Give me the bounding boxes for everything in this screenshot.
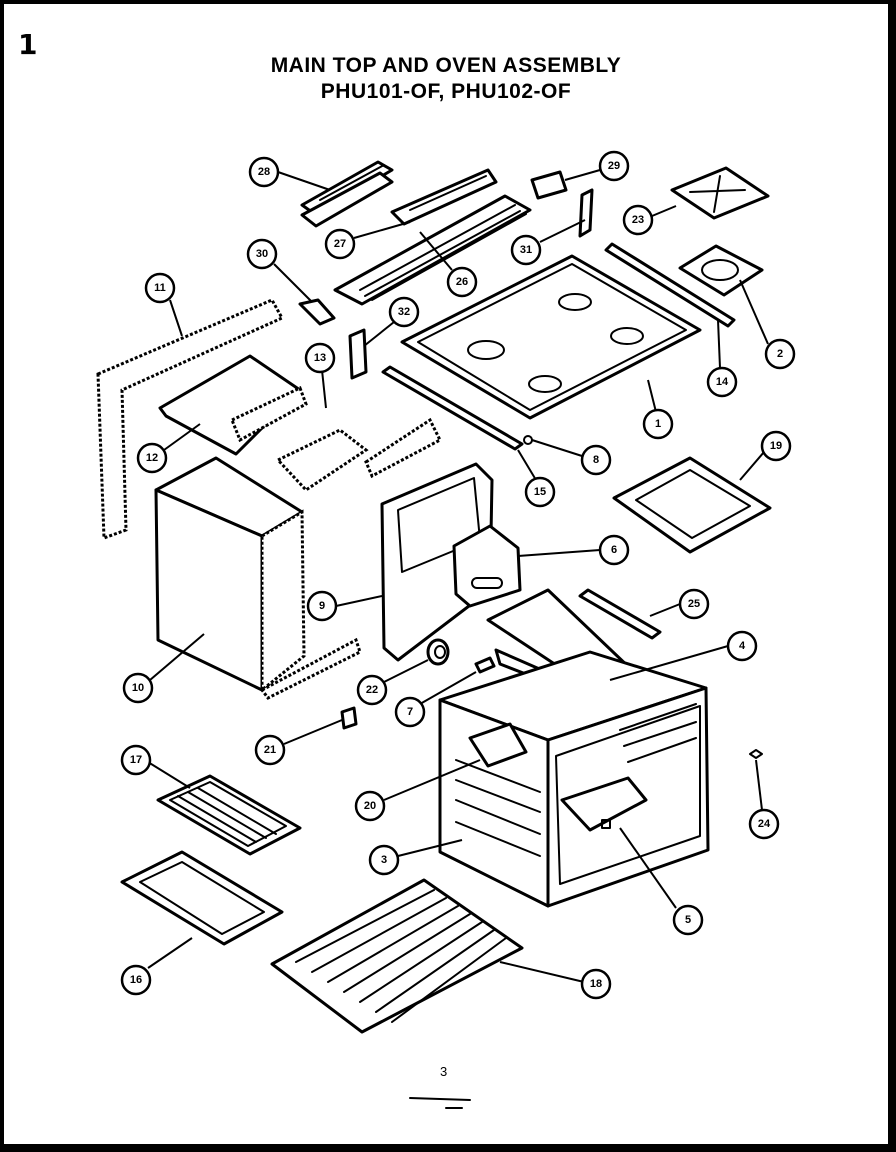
part-main-top: [400, 254, 702, 420]
diagram-title: MAIN TOP AND OVEN ASSEMBLY: [270, 54, 622, 77]
callout-24: 24: [748, 808, 780, 840]
part-vent-grille: [333, 194, 532, 306]
part-wire-tray: [612, 456, 772, 554]
page-number: 3: [440, 1064, 448, 1079]
callout-14: 14: [706, 366, 738, 398]
svg-text:13: 13: [314, 352, 326, 364]
part-burner-bowl: [678, 244, 764, 297]
svg-text:4: 4: [739, 640, 746, 652]
part-bracket: [530, 170, 568, 200]
svg-text:21: 21: [264, 744, 276, 756]
svg-text:7: 7: [407, 706, 413, 718]
callout-21: 21: [254, 734, 286, 766]
svg-text:28: 28: [258, 166, 270, 178]
svg-text:10: 10: [132, 682, 144, 694]
svg-text:14: 14: [716, 376, 729, 388]
part-rail: [578, 588, 662, 640]
part-top-insulation: [96, 298, 285, 541]
callout-3: 3: [368, 844, 400, 876]
part-screw: [749, 749, 763, 759]
callout-27: 27: [324, 228, 356, 260]
part-side-bracket: [578, 188, 594, 238]
part-igniter-clip: [474, 656, 496, 674]
callout-26: 26: [446, 266, 478, 298]
callout-25: 25: [678, 588, 710, 620]
svg-text:11: 11: [154, 282, 166, 294]
part-vent-bracket: [452, 524, 522, 608]
callout-22: 22: [356, 674, 388, 706]
svg-text:31: 31: [520, 244, 532, 256]
part-clip-small: [340, 706, 358, 730]
callout-32: 32: [388, 296, 420, 328]
svg-text:24: 24: [758, 818, 771, 830]
callout-4: 4: [726, 630, 758, 662]
diagram-sheet: 1 MAIN TOP AND OVEN ASSEMBLY PHU101-OF, …: [4, 4, 888, 1144]
callout-1: 1: [642, 408, 674, 440]
svg-text:17: 17: [130, 754, 142, 766]
part-backguard: [390, 168, 498, 226]
svg-text:25: 25: [688, 598, 700, 610]
svg-text:26: 26: [456, 276, 468, 288]
part-insulation-block: [275, 417, 442, 492]
callout-5: 5: [672, 904, 704, 936]
part-side-trim: [604, 242, 736, 328]
leader-lines: [147, 169, 769, 983]
model-numbers: PHU101-OF, PHU102-OF: [320, 80, 572, 103]
callout-6: 6: [598, 534, 630, 566]
callout-11: 11: [144, 272, 176, 304]
callout-31: 31: [510, 234, 542, 266]
part-oven-cavity: [438, 650, 710, 908]
svg-text:16: 16: [130, 974, 142, 986]
svg-text:6: 6: [611, 544, 617, 556]
callout-9: 9: [306, 590, 338, 622]
part-broiler-grid: [156, 774, 302, 856]
callout-17: 17: [120, 744, 152, 776]
callout-19: 19: [760, 430, 792, 462]
part-insulation-pad: [158, 354, 308, 456]
svg-text:12: 12: [146, 452, 158, 464]
footer-mark: [409, 1097, 471, 1109]
corner-number: 1: [18, 28, 38, 61]
part-burner-grate: [670, 166, 770, 220]
svg-text:8: 8: [593, 454, 599, 466]
callout-23: 23: [622, 204, 654, 236]
svg-text:18: 18: [590, 978, 602, 990]
svg-text:23: 23: [632, 214, 644, 226]
callout-29: 29: [598, 150, 630, 182]
svg-text:5: 5: [685, 914, 691, 926]
callout-2: 2: [764, 338, 796, 370]
callout-18: 18: [580, 968, 612, 1000]
exploded-view-drawing: 28 29 23 27 31 26 30 11 32 2 13 14 1 12 …: [96, 150, 796, 1109]
callout-10: 10: [122, 672, 154, 704]
svg-text:19: 19: [770, 440, 782, 452]
part-oven-wrap-insulation: [154, 456, 362, 700]
svg-text:20: 20: [364, 800, 376, 812]
part-spacer: [348, 328, 368, 380]
svg-text:22: 22: [366, 684, 378, 696]
callout-16: 16: [120, 964, 152, 996]
callout-7: 7: [394, 696, 426, 728]
callout-15: 15: [524, 476, 556, 508]
callout-8: 8: [580, 444, 612, 476]
part-ring: [426, 638, 450, 666]
callout-13: 13: [304, 342, 336, 374]
svg-text:30: 30: [256, 248, 268, 260]
svg-text:9: 9: [319, 600, 325, 612]
svg-text:32: 32: [398, 306, 410, 318]
svg-text:29: 29: [608, 160, 620, 172]
callout-12: 12: [136, 442, 168, 474]
callout-20: 20: [354, 790, 386, 822]
svg-text:27: 27: [334, 238, 346, 250]
part-broiler-drawer: [560, 776, 648, 832]
svg-text:3: 3: [381, 854, 387, 866]
callout-30: 30: [246, 238, 278, 270]
part-oven-rack: [270, 878, 524, 1034]
callout-28: 28: [248, 156, 280, 188]
part-vent-trim: [300, 160, 394, 228]
part-broiler-pan: [120, 850, 284, 946]
svg-text:15: 15: [534, 486, 546, 498]
svg-text:2: 2: [777, 348, 783, 360]
svg-text:1: 1: [655, 418, 661, 430]
part-clip: [298, 298, 336, 326]
